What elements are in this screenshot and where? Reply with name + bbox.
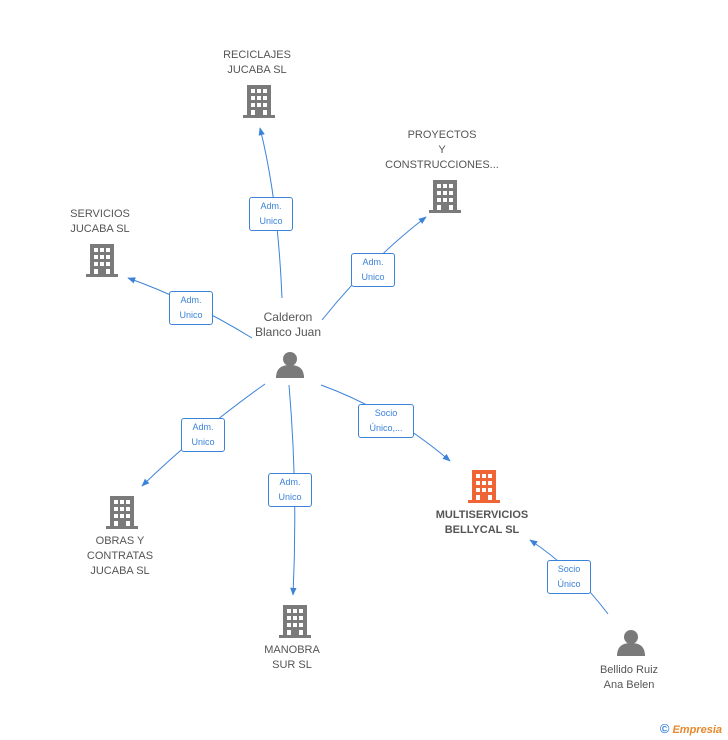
- edge-label-to-manobra[interactable]: Adm. Unico: [268, 473, 312, 507]
- proyectos-building-icon: [429, 180, 461, 213]
- edge-label-to-multiservicios[interactable]: Socio Único,...: [358, 404, 414, 438]
- node-reciclajes-line2: JUCABA SL: [227, 64, 287, 76]
- node-calderon[interactable]: Calderon Blanco Juan: [238, 310, 338, 340]
- footer-brand: ©Empresia: [660, 721, 722, 736]
- edge-label-to-obras-line1: Adm.: [192, 422, 214, 432]
- node-servicios-line2: JUCABA SL: [70, 223, 130, 235]
- bellido-person-icon: [617, 630, 645, 656]
- node-multiservicios-line2: BELLYCAL SL: [444, 524, 520, 536]
- edge-label-to-proyectos[interactable]: Adm. Unico: [351, 253, 395, 287]
- node-bellido-line2: Ana Belen: [603, 679, 655, 691]
- node-reciclajes-line1: RECICLAJES: [223, 49, 291, 61]
- node-obras[interactable]: OBRAS Y CONTRATAS JUCABA SL: [70, 534, 170, 579]
- node-reciclajes[interactable]: RECICLAJES JUCABA SL: [207, 48, 307, 78]
- node-manobra-line2: SUR SL: [272, 659, 312, 671]
- node-proyectos-line3: CONSTRUCCIONES...: [385, 159, 499, 171]
- brand-logo: Empresia: [672, 724, 722, 736]
- edge-label-bellido-line2: Único: [557, 579, 581, 589]
- node-obras-line2: CONTRATAS: [86, 550, 154, 562]
- manobra-building-icon: [279, 605, 311, 638]
- node-proyectos-line2: Y: [438, 144, 446, 156]
- node-servicios[interactable]: SERVICIOS JUCABA SL: [50, 207, 150, 237]
- edge-label-to-reciclajes-line2: Unico: [259, 216, 283, 226]
- edge-label-to-servicios-line1: Adm.: [180, 295, 202, 305]
- node-obras-line1: OBRAS Y: [95, 535, 145, 547]
- edge-label-to-obras-line2: Unico: [191, 437, 215, 447]
- edge-label-to-proyectos-line2: Unico: [361, 272, 385, 282]
- node-proyectos[interactable]: PROYECTOS Y CONSTRUCCIONES...: [382, 128, 502, 173]
- edge-label-bellido-to-multiservicios[interactable]: Socio Único: [547, 560, 591, 594]
- node-bellido[interactable]: Bellido Ruiz Ana Belen: [579, 663, 679, 693]
- edge-label-to-obras[interactable]: Adm. Unico: [181, 418, 225, 452]
- multiservicios-building-icon: [468, 470, 500, 503]
- copyright-icon: ©: [659, 721, 670, 736]
- edge-label-to-multiservicios-line2: Único,...: [369, 423, 403, 433]
- node-servicios-line1: SERVICIOS: [70, 208, 130, 220]
- edge-label-to-multiservicios-line1: Socio: [374, 408, 398, 418]
- node-calderon-line2: Blanco Juan: [254, 325, 322, 339]
- calderon-person-icon: [276, 352, 304, 378]
- reciclajes-building-icon: [243, 85, 275, 118]
- edge-label-to-servicios[interactable]: Adm. Unico: [169, 291, 213, 325]
- edge-label-to-reciclajes[interactable]: Adm. Unico: [249, 197, 293, 231]
- edge-label-to-proyectos-line1: Adm.: [362, 257, 384, 267]
- edge-label-bellido-line1: Socio: [557, 564, 581, 574]
- node-manobra[interactable]: MANOBRA SUR SL: [242, 643, 342, 673]
- edge-label-to-servicios-line2: Unico: [179, 310, 203, 320]
- node-multiservicios-line1: MULTISERVICIOS: [435, 509, 529, 521]
- node-multiservicios[interactable]: MULTISERVICIOS BELLYCAL SL: [422, 508, 542, 538]
- edge-label-to-reciclajes-line1: Adm.: [260, 201, 282, 211]
- node-proyectos-line1: PROYECTOS: [407, 129, 477, 141]
- servicios-building-icon: [86, 244, 118, 277]
- node-manobra-line1: MANOBRA: [264, 644, 320, 656]
- node-bellido-line1: Bellido Ruiz: [599, 664, 659, 676]
- edge-label-to-manobra-line2: Unico: [278, 492, 302, 502]
- node-obras-line3: JUCABA SL: [90, 565, 150, 577]
- edge-label-to-manobra-line1: Adm.: [279, 477, 301, 487]
- node-calderon-line1: Calderon: [263, 310, 313, 324]
- obras-building-icon: [106, 496, 138, 529]
